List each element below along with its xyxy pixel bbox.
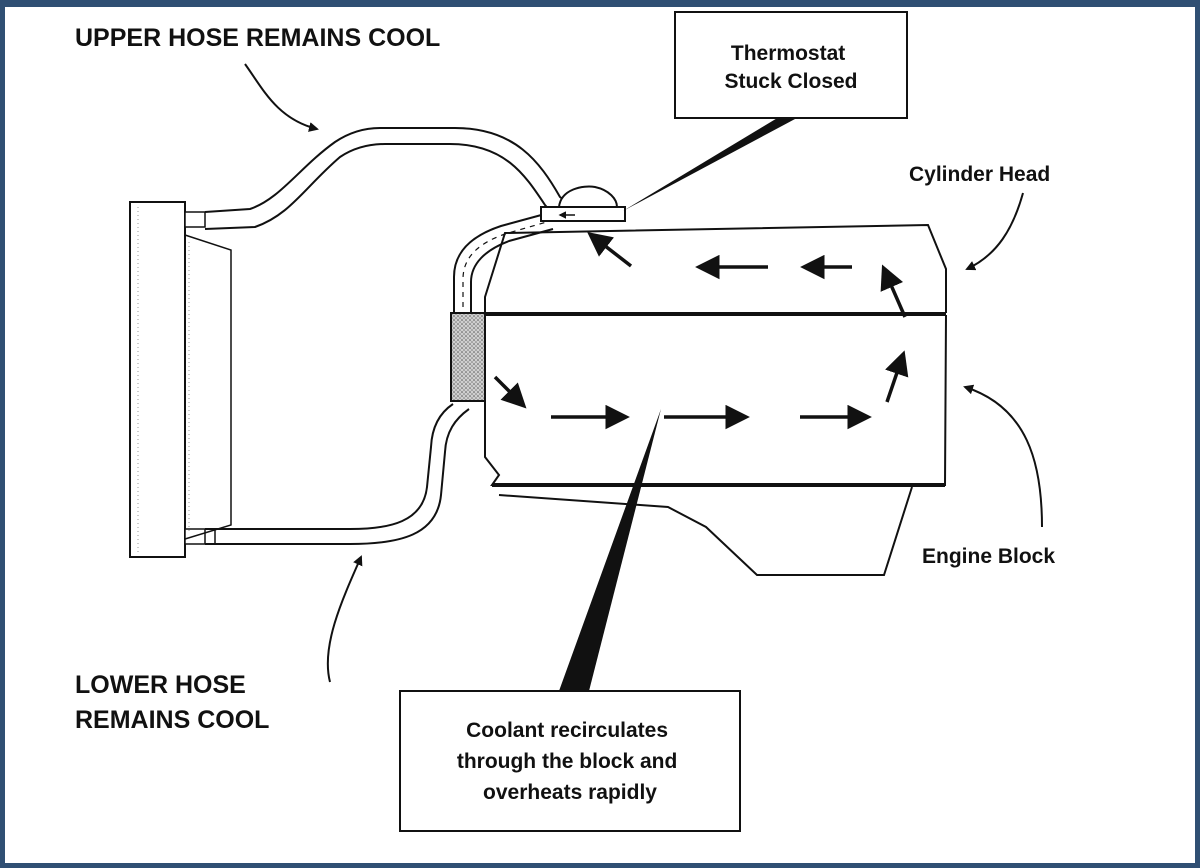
thermostat-label-line1: Thermostat <box>731 42 845 65</box>
coolant-callout: Coolant recirculates through the block a… <box>399 690 741 832</box>
cooling-system-diagram: UPPER HOSE REMAINS COOL LOWER HOSE REMAI… <box>75 11 1055 832</box>
thermostat-pointer <box>623 117 795 211</box>
thermostat-callout: Thermostat Stuck Closed <box>674 11 908 119</box>
coolant-flow-arrows <box>493 231 909 430</box>
leader-lines <box>244 63 1043 683</box>
lower-hose <box>205 403 470 545</box>
thermostat-label-line2: Stuck Closed <box>724 70 857 93</box>
engine <box>484 223 947 576</box>
callout-pointers <box>559 117 795 691</box>
coolant-pointer <box>559 409 661 691</box>
cylinder-head-label: Cylinder Head <box>909 163 1050 186</box>
lower-hose-label-line2: REMAINS COOL <box>75 706 269 734</box>
lower-hose-label-line1: LOWER HOSE <box>75 671 246 699</box>
upper-hose <box>204 127 569 230</box>
coolant-label-line1: Coolant recirculates <box>466 719 668 742</box>
svg-text:Coolant recirculates t: Coolant recirculates through the block a… <box>457 719 683 804</box>
upper-hose-label: UPPER HOSE REMAINS COOL <box>75 24 440 52</box>
oil-pan <box>498 486 913 576</box>
bypass-tube <box>453 213 554 315</box>
coolant-label-line3: overheats rapidly <box>483 781 657 804</box>
water-pump <box>450 312 486 402</box>
svg-text:LOWER HOSE REMAINS COOL: LOWER HOSE REMAINS COOL <box>75 671 269 734</box>
engine-block <box>484 314 947 486</box>
radiator <box>129 201 232 558</box>
coolant-label-line2: through the block and <box>457 750 678 773</box>
cylinder-head <box>484 223 947 313</box>
svg-text:Thermostat Stuck Close: Thermostat Stuck Closed <box>724 42 857 93</box>
thermostat-housing <box>540 185 626 222</box>
engine-block-label: Engine Block <box>922 545 1055 568</box>
